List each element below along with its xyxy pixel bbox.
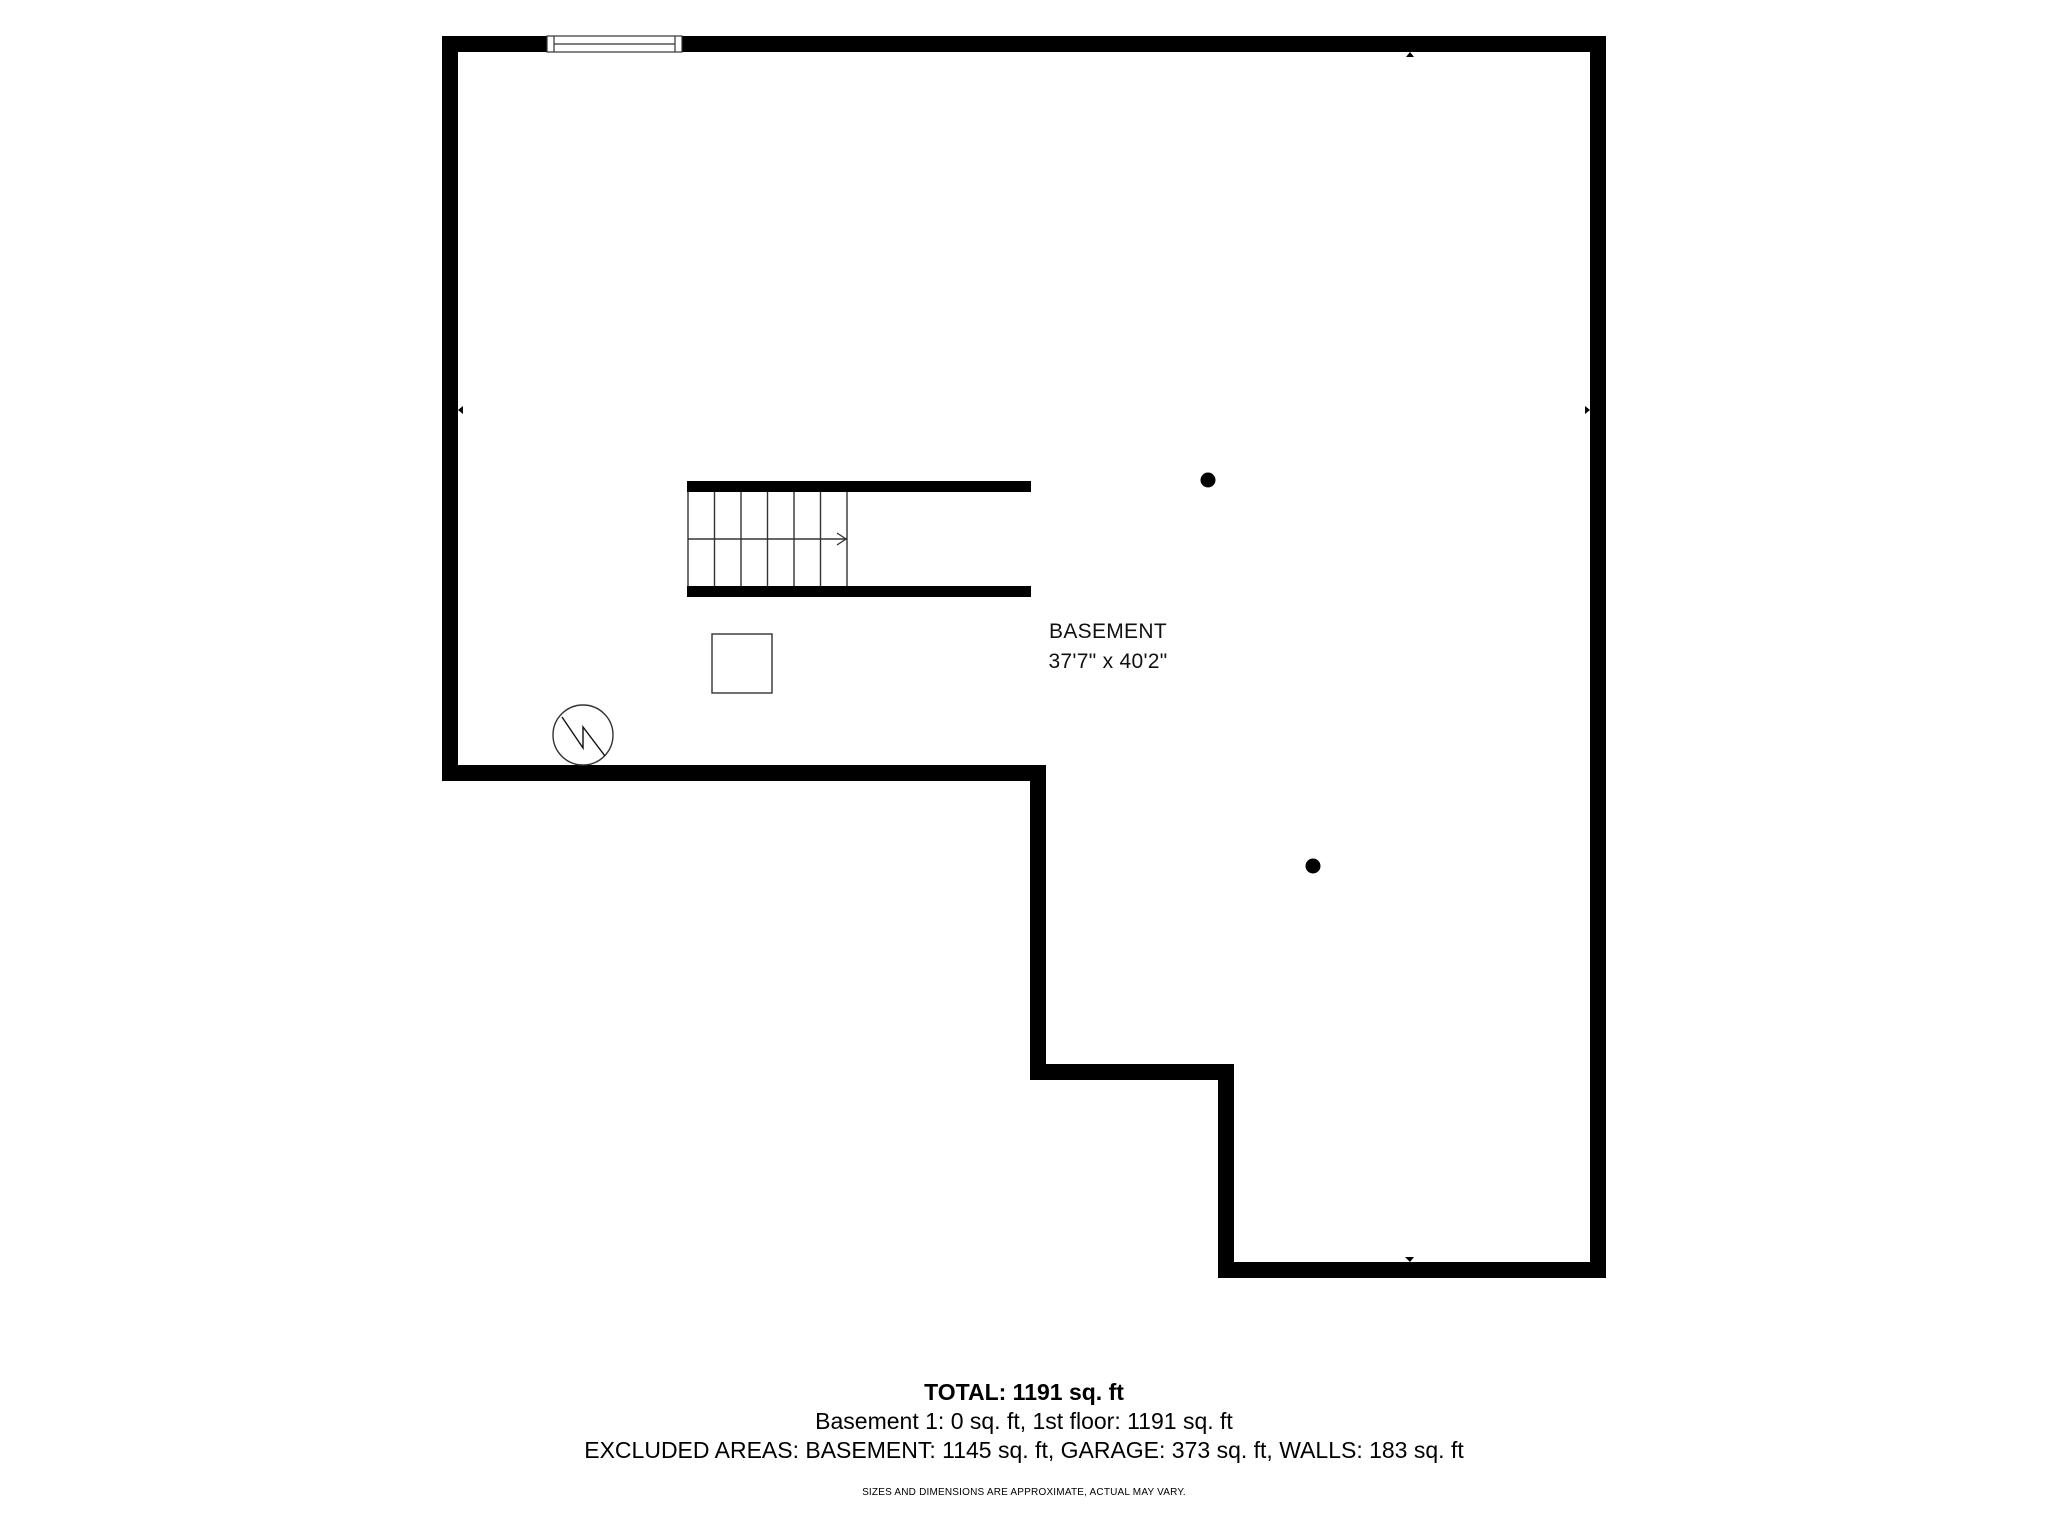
water-heater-icon: [552, 704, 614, 766]
room-dimensions: 37'7" x 40'2": [1048, 650, 1168, 673]
wall-step-vertical-2: [1218, 1064, 1234, 1278]
wall-step-horizontal: [1030, 1064, 1234, 1080]
wall-step-vertical-1: [1030, 765, 1046, 1080]
excluded-areas: EXCLUDED AREAS: BASEMENT: 1145 sq. ft, G…: [584, 1437, 1464, 1463]
wall-top: [442, 36, 1606, 52]
wall-bottom: [1218, 1262, 1606, 1278]
marker-right-icon: [1585, 406, 1590, 414]
marker-bottom-icon: [1405, 1257, 1414, 1262]
square-fixture-icon: [711, 633, 773, 694]
marker-left-icon: [458, 406, 463, 414]
floor-areas: Basement 1: 0 sq. ft, 1st floor: 1191 sq…: [815, 1408, 1233, 1434]
wall-left: [442, 36, 458, 781]
column-dot-icon: [1200, 472, 1216, 488]
dimension-markers: [458, 52, 1590, 1262]
stair-wall-top: [687, 481, 1031, 492]
window-icon: [546, 35, 683, 53]
wall-lower-left: [442, 765, 1046, 781]
marker-top-icon: [1406, 52, 1414, 57]
column-dot-icon: [1305, 858, 1321, 874]
wall-right: [1590, 36, 1606, 1278]
stair-arrow-icon: [836, 532, 848, 546]
total-area: TOTAL: 1191 sq. ft: [924, 1379, 1124, 1405]
stair-wall-bottom: [687, 586, 1031, 597]
outer-walls: [442, 36, 1606, 1278]
disclaimer: SIZES AND DIMENSIONS ARE APPROXIMATE, AC…: [862, 1487, 1186, 1498]
stairs-icon: [687, 481, 1031, 597]
room-name: BASEMENT: [1049, 620, 1167, 643]
